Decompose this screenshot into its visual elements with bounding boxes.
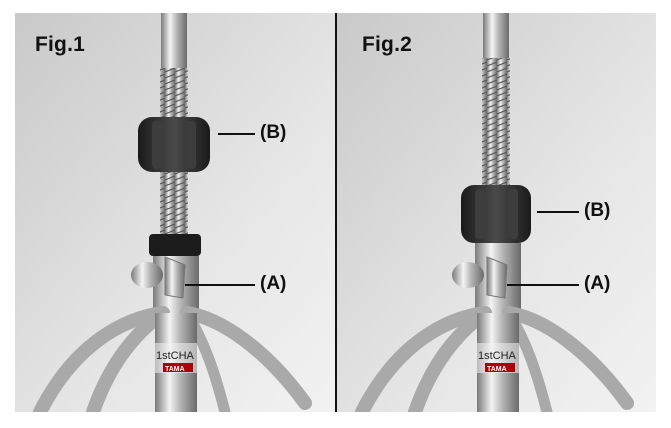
upper-rod — [483, 13, 509, 58]
tube-brand-text: TAMA — [165, 366, 185, 373]
figure-title: Fig.2 — [362, 33, 413, 56]
wing-nut-b — [138, 117, 210, 172]
threaded-rod — [482, 58, 510, 186]
callout-label-b: (B) — [260, 122, 287, 143]
wing-nut-b — [461, 185, 531, 243]
callout-label-a: (A) — [584, 273, 611, 294]
tube-brand-badge — [485, 363, 515, 372]
figure-panel-1: 1stCHA TAMA Fig.1 (B) (A) — [15, 13, 335, 412]
tube-brand-text: TAMA — [487, 366, 507, 373]
figure-panel-2: 1stCHA TAMA Fig.2 (B) (A) — [337, 13, 656, 412]
fig2-photo: 1stCHA TAMA — [337, 13, 656, 412]
tube-model-text: 1stCHA — [478, 350, 517, 362]
threaded-rod-lower — [160, 172, 188, 234]
tube-model-text: 1stCHA — [156, 350, 195, 362]
tube-brand-badge — [163, 363, 193, 372]
callout-label-a: (A) — [260, 273, 287, 294]
figure-container: 1stCHA TAMA Fig.1 (B) (A) — [15, 13, 656, 412]
wing-bolt-a — [131, 256, 186, 299]
fig1-photo: 1stCHA TAMA — [15, 13, 335, 412]
wing-bolt-a — [452, 256, 508, 299]
callout-label-b: (B) — [584, 200, 611, 221]
figure-title: Fig.1 — [35, 33, 86, 56]
panel-divider — [335, 13, 337, 412]
collar — [149, 234, 201, 256]
upper-rod — [161, 13, 187, 68]
